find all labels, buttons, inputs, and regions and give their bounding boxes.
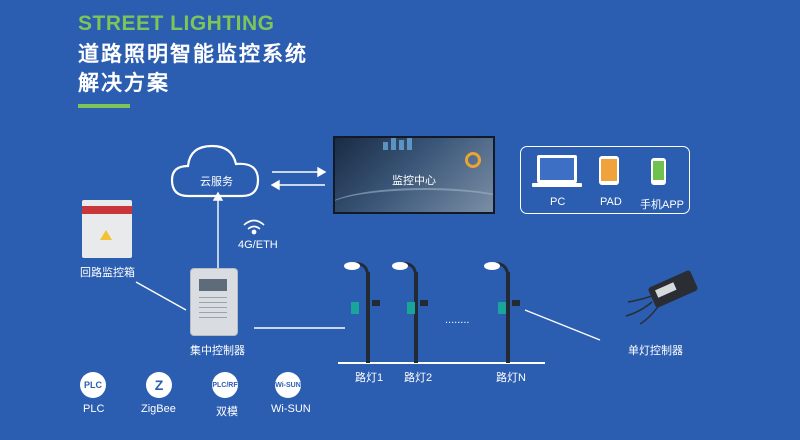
screen-dial-graphic — [465, 152, 481, 168]
concentrator-image — [190, 268, 238, 336]
street-light-2-label: 路灯2 — [404, 372, 433, 384]
street-light-1-label: 路灯1 — [355, 372, 384, 384]
monitor-center-screen: 监控中心 — [333, 136, 495, 214]
meter-panel-lines — [199, 297, 227, 321]
title-chinese-line2: 解决方案 — [78, 72, 170, 95]
link-cabinet-concentrator — [135, 281, 187, 311]
warning-icon — [100, 230, 112, 240]
concentrator-label: 集中控制器 — [190, 345, 245, 357]
protocol-label-zigbee: ZigBee — [141, 403, 176, 415]
arrowhead-right — [317, 166, 327, 178]
device-label-pad: PAD — [600, 196, 622, 208]
single-controller-label: 单灯控制器 — [628, 345, 683, 357]
meter-display — [199, 279, 227, 291]
screen-road-graphic — [335, 188, 493, 212]
link-lights-single-controller — [524, 309, 601, 341]
title-english: STREET LIGHTING — [78, 12, 275, 35]
wisun-icon: Wi-SUN — [275, 372, 301, 398]
arrowhead-left — [270, 179, 280, 191]
cabinet-label: 回路监控箱 — [80, 267, 135, 279]
device-label-app: 手机APP — [640, 199, 685, 211]
monitor-center-label: 监控中心 — [392, 175, 436, 187]
zigbee-icon: Z — [146, 372, 172, 398]
title-chinese-line1: 道路照明智能监控系统 — [78, 43, 308, 66]
tablet-icon — [599, 156, 619, 185]
phone-icon — [651, 158, 666, 185]
controller-label-tag — [655, 282, 677, 298]
laptop-icon — [532, 155, 582, 187]
protocol-label-wisun: Wi-SUN — [271, 403, 311, 415]
cabinet-label-plate — [82, 206, 132, 214]
street-light-n — [484, 262, 520, 363]
street-light-n-label: 路灯N — [496, 372, 526, 384]
cloud-label: 云服务 — [200, 176, 233, 188]
device-label-pc: PC — [550, 196, 566, 208]
loop-cabinet-image — [82, 200, 132, 258]
network-label: 4G/ETH — [238, 239, 278, 251]
cloud-icon — [170, 144, 260, 198]
protocol-label-plc: PLC — [83, 403, 105, 415]
wifi-icon — [243, 219, 265, 235]
street-light-ellipsis: ........ — [445, 314, 470, 326]
dual-mode-icon: PLC/RF — [212, 372, 238, 398]
street-light-2 — [392, 262, 428, 363]
client-devices-panel — [520, 146, 690, 214]
street-light-1 — [344, 262, 380, 363]
title-underline — [78, 104, 130, 108]
plc-icon: PLC — [80, 372, 106, 398]
title-chinese: 道路照明智能监控系统 解决方案 — [78, 40, 308, 98]
protocol-label-dual-mode: 双模 — [216, 406, 238, 418]
